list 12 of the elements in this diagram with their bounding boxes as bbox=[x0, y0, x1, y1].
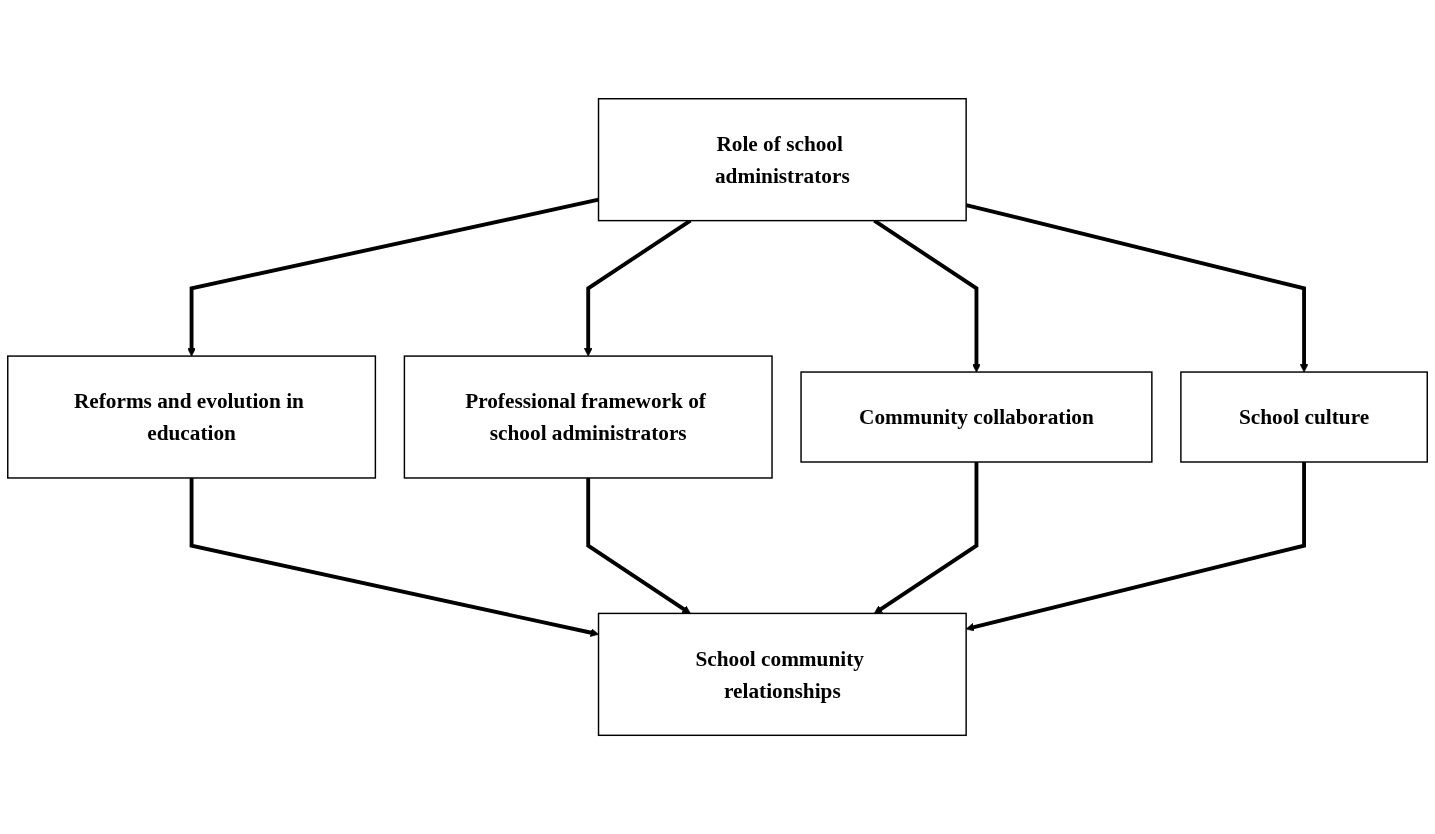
node-box: Reforms and evolution in education bbox=[7, 355, 377, 479]
node-box: Professional framework of school administrators bbox=[403, 355, 773, 479]
node-box: School community relationships bbox=[597, 612, 967, 736]
arrow bbox=[189, 477, 599, 637]
arrow bbox=[586, 477, 691, 614]
arrow bbox=[187, 197, 599, 357]
arrow bbox=[583, 219, 692, 357]
node-box: Role of school administrators bbox=[597, 98, 967, 222]
arrow bbox=[873, 462, 979, 614]
node-box: Community collaboration bbox=[800, 371, 1153, 463]
arrow bbox=[873, 219, 981, 373]
node-box: School culture bbox=[1180, 371, 1428, 463]
